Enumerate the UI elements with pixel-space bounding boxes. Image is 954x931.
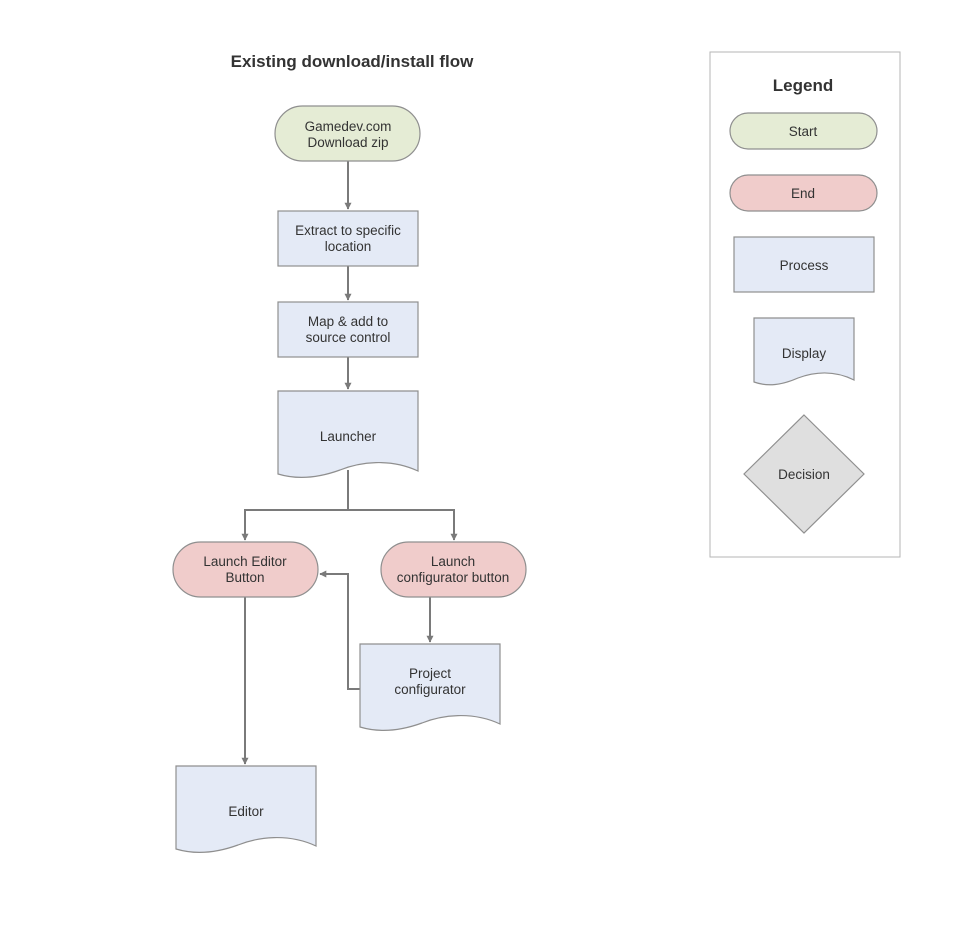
node-launch-editor-button: Launch Editor Button xyxy=(172,541,319,598)
display-document-shape xyxy=(175,765,317,854)
node-label-line-1: Launch xyxy=(431,554,475,569)
node-project-configurator: Project configurator xyxy=(359,643,501,732)
node-label-line-2: source control xyxy=(306,330,391,345)
edge-project-config-to-launch-editor xyxy=(319,570,360,690)
legend-end-label: End xyxy=(791,186,815,201)
node-extract: Extract to specific location xyxy=(277,210,419,267)
node-gamedev-download: Gamedev.com Download zip xyxy=(274,105,421,162)
legend-title: Legend xyxy=(773,76,833,95)
node-label-line-1: Launch Editor xyxy=(203,554,287,569)
node-label-line-1: Gamedev.com xyxy=(305,119,392,134)
legend-process-label: Process xyxy=(780,258,829,273)
end-terminal-shape xyxy=(172,541,319,598)
legend-item-process: Process xyxy=(733,236,875,293)
node-editor: Editor xyxy=(175,765,317,854)
end-terminal-shape xyxy=(380,541,527,598)
legend-display-shape xyxy=(753,317,855,386)
node-label-line-2: configurator xyxy=(394,682,466,697)
node-label: Editor xyxy=(228,804,264,819)
node-label-line-2: location xyxy=(325,239,372,254)
legend-item-start: Start xyxy=(729,112,878,150)
node-launch-configurator-button: Launch configurator button xyxy=(380,541,527,598)
legend-decision-label: Decision xyxy=(778,467,830,482)
node-map-source-control: Map & add to source control xyxy=(277,301,419,358)
process-rect-shape xyxy=(277,301,419,358)
legend-start-label: Start xyxy=(789,124,818,139)
legend-display-label: Display xyxy=(782,346,827,361)
display-document-shape xyxy=(277,390,419,479)
node-label-line-1: Map & add to xyxy=(308,314,388,329)
node-label-line-2: Button xyxy=(225,570,264,585)
process-rect-shape xyxy=(277,210,419,267)
edges xyxy=(241,161,458,765)
legend-process-shape xyxy=(733,236,875,293)
node-label-line-2: configurator button xyxy=(397,570,510,585)
display-document-shape xyxy=(359,643,501,732)
node-label-line-2: Download zip xyxy=(307,135,388,150)
edge-launcher-to-launch-config xyxy=(348,509,458,541)
legend-item-display: Display xyxy=(753,317,855,386)
legend-item-decision: Decision xyxy=(743,414,865,534)
start-terminal-shape xyxy=(274,105,421,162)
node-launcher: Launcher xyxy=(277,390,419,479)
legend: Legend Start End Process Display Decisio… xyxy=(709,51,901,558)
diagram-title: Existing download/install flow xyxy=(231,52,475,71)
legend-start-shape xyxy=(729,112,878,150)
legend-decision-shape xyxy=(743,414,865,534)
edge-launcher-to-launch-editor xyxy=(241,470,349,541)
legend-item-end: End xyxy=(729,174,878,212)
node-label-line-1: Extract to specific xyxy=(295,223,401,238)
node-label: Launcher xyxy=(320,429,377,444)
node-label-line-1: Project xyxy=(409,666,451,681)
legend-end-shape xyxy=(729,174,878,212)
